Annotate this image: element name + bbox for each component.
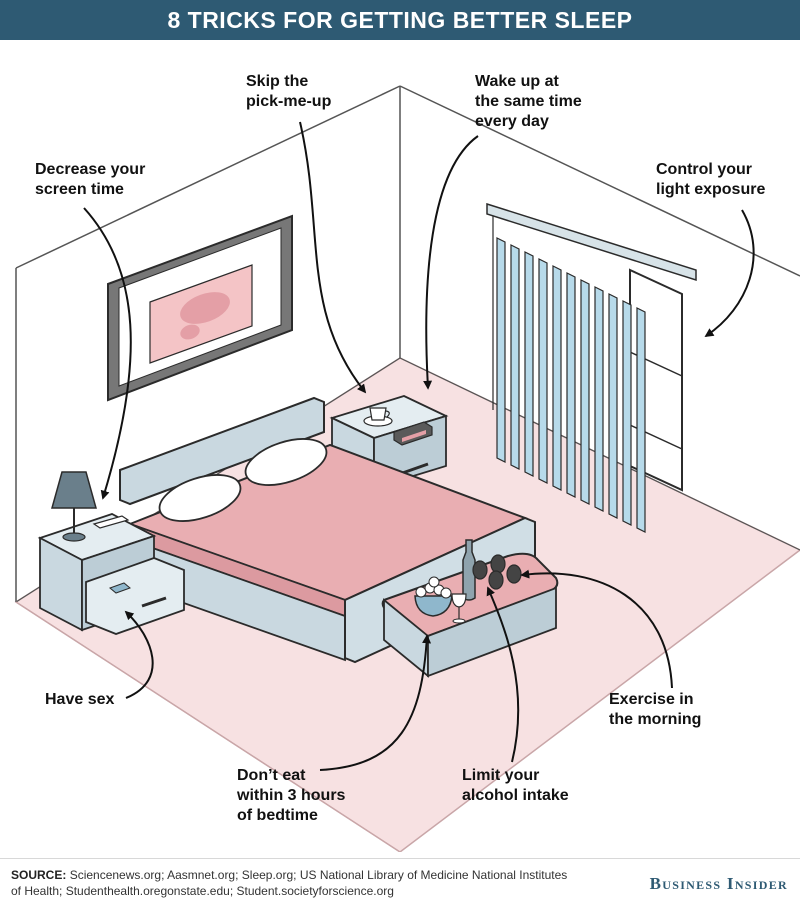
source-credits: SOURCE: Sciencenews.org; Aasmnet.org; Sl… <box>11 867 571 899</box>
callout-arrows <box>83 121 755 771</box>
arrow-screen <box>83 207 132 500</box>
business-insider-logo: Business Insider <box>649 874 788 893</box>
bedroom-illustration <box>14 85 800 853</box>
blind-slat <box>538 258 548 484</box>
arrow-alcohol <box>486 586 520 763</box>
picture-shape <box>180 292 230 324</box>
arrow-exercise <box>520 569 673 689</box>
source-text: Sciencenews.org; Aasmnet.org; Sleep.org;… <box>11 868 568 898</box>
wall-picture <box>107 214 293 402</box>
bench-side <box>427 586 557 678</box>
tip-have-sex: Have sex <box>45 691 115 708</box>
blind-slat <box>580 279 590 505</box>
source-label: SOURCE: <box>11 868 67 882</box>
pillow <box>244 438 328 486</box>
tip-skip-pick-me-up: Skip the pick-me-up <box>246 73 332 110</box>
dumbbells <box>472 554 522 590</box>
headboard <box>119 396 325 506</box>
blind-headrail <box>486 202 697 282</box>
room-edge-left-top <box>15 85 401 269</box>
arrow-eat <box>319 634 432 771</box>
arrow-sex <box>124 610 154 699</box>
blind-slat <box>510 244 520 470</box>
front-nightstand <box>37 471 185 635</box>
blind-slat <box>608 293 618 519</box>
lamp-base <box>62 532 86 542</box>
blind-slat <box>496 237 506 463</box>
arrow-skip <box>299 121 367 394</box>
blind-slat <box>594 286 604 512</box>
tip-limit-alcohol: Limit your alcohol intake <box>462 767 569 804</box>
blind-slat <box>552 265 562 491</box>
popcorn-bowl <box>414 595 453 617</box>
tip-exercise-morning: Exercise in the morning <box>609 691 702 728</box>
tip-dont-eat-before-bed: Don’t eat within 3 hours of bedtime <box>237 767 346 824</box>
room-edge-right-top <box>399 85 800 277</box>
tip-decrease-screen-time: Decrease your screen time <box>35 161 146 198</box>
coffee-cup <box>369 407 387 421</box>
blind-slat <box>566 272 576 498</box>
bench <box>381 539 559 678</box>
infographic-title-bar: 8 TRICKS FOR GETTING BETTER SLEEP <box>0 0 800 40</box>
footer: SOURCE: Sciencenews.org; Aasmnet.org; Sl… <box>0 858 800 910</box>
blind-slat <box>622 300 632 526</box>
blind-slat <box>636 307 646 533</box>
bedroom-scene: Skip the pick-me-up Wake up at the same … <box>0 40 800 853</box>
blind-slat <box>524 251 534 477</box>
lamp-shade <box>51 471 97 509</box>
infographic-title: 8 TRICKS FOR GETTING BETTER SLEEP <box>167 6 633 33</box>
arrow-light <box>704 209 755 337</box>
arrow-wake <box>423 135 479 390</box>
tip-control-light-exposure: Control your light exposure <box>656 161 766 198</box>
picture-shape <box>180 324 200 340</box>
tip-wake-up-same-time: Wake up at the same time every day <box>475 73 582 130</box>
open-drawer <box>85 557 185 635</box>
pillow <box>158 474 242 522</box>
phone-icon <box>92 515 130 529</box>
window-blinds <box>486 202 697 533</box>
wine-glass <box>451 593 467 608</box>
room-edge-floor-front-left <box>15 601 401 853</box>
